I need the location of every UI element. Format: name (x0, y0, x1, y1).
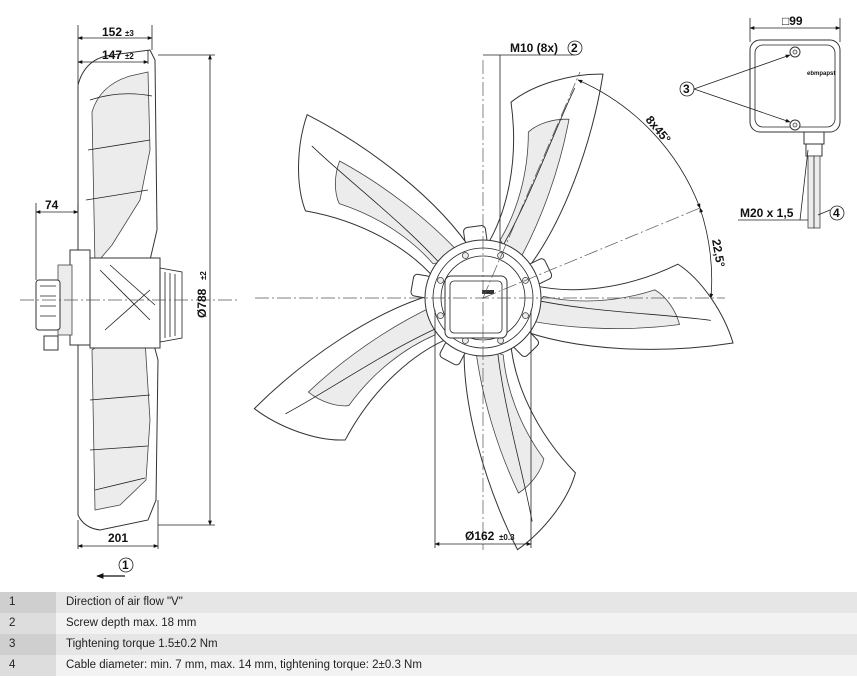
fan-blade (513, 258, 734, 350)
legend-text: Cable diameter: min. 7 mm, max. 14 mm, t… (66, 659, 422, 671)
angle-22-5-label: 22,5° (709, 238, 728, 268)
callout-3: 3 (683, 82, 690, 96)
hub-bolt (437, 312, 444, 320)
dim-788-label: Ø788 (195, 288, 209, 318)
legend-row: 3 Tightening torque 1.5±0.2 Nm (0, 634, 857, 655)
hub-bolts (437, 252, 529, 344)
side-view: 152 ±3 147 ±2 74 201 Ø788 ±2 1 (20, 25, 240, 579)
legend-row: 1 Direction of air flow "V" (0, 592, 857, 613)
brand-mark-small (482, 290, 494, 294)
legend-number: 4 (0, 655, 56, 676)
legend-text: Direction of air flow "V" (66, 596, 183, 608)
technical-drawing: 152 ±3 147 ±2 74 201 Ø788 ±2 1 (20, 14, 845, 579)
legend-number: 1 (0, 592, 56, 613)
dim-147-label: 147 (102, 48, 122, 62)
callout-2: 2 (571, 41, 578, 55)
square-99-label: □99 (782, 14, 803, 28)
hub-bolt (522, 312, 529, 320)
dim-147-tolerance: ±2 (125, 52, 134, 61)
fan-blades (253, 73, 734, 551)
dim-74-label: 74 (45, 198, 59, 212)
legend-number: 3 (0, 634, 56, 655)
legend-text: Tightening torque 1.5±0.2 Nm (66, 638, 218, 650)
dim-788-tolerance: ±2 (199, 271, 208, 280)
angle-8x45-label: 8x45° (643, 113, 674, 146)
terminal-box-detail: □99 ebmpapst 3 M20 x 1,5 4 (679, 14, 845, 229)
legend-table: 1 Direction of air flow "V" 2 Screw dept… (0, 592, 857, 676)
dim-201-label: 201 (108, 531, 128, 545)
fan-blade (253, 291, 466, 441)
dim-162-label: Ø162 (465, 529, 495, 543)
callout-4: 4 (833, 206, 840, 220)
dim-152-label: 152 (102, 25, 122, 39)
front-view: 8x45° 22,5° M10 (8x) 2 Ø162 ±0.3 (253, 40, 734, 551)
terminal-box-front (444, 275, 508, 339)
legend-text: Screw depth max. 18 mm (66, 617, 197, 629)
cable-m20-label: M20 x 1,5 (740, 206, 794, 220)
fan-blade (463, 73, 604, 279)
legend-row: 4 Cable diameter: min. 7 mm, max. 14 mm,… (0, 655, 857, 676)
dim-152-tolerance: ±3 (125, 29, 134, 38)
fan-blade (463, 331, 576, 551)
legend-number: 2 (0, 613, 56, 634)
hub-bolt (461, 252, 469, 259)
legend-row: 2 Screw depth max. 18 mm (0, 613, 857, 634)
brand-mark: ebmpapst (807, 71, 835, 77)
hub-bolt (437, 276, 444, 284)
dim-162-tolerance: ±0.3 (499, 533, 515, 542)
thread-m10-label: M10 (8x) (510, 41, 558, 55)
callout-1: 1 (122, 558, 129, 572)
